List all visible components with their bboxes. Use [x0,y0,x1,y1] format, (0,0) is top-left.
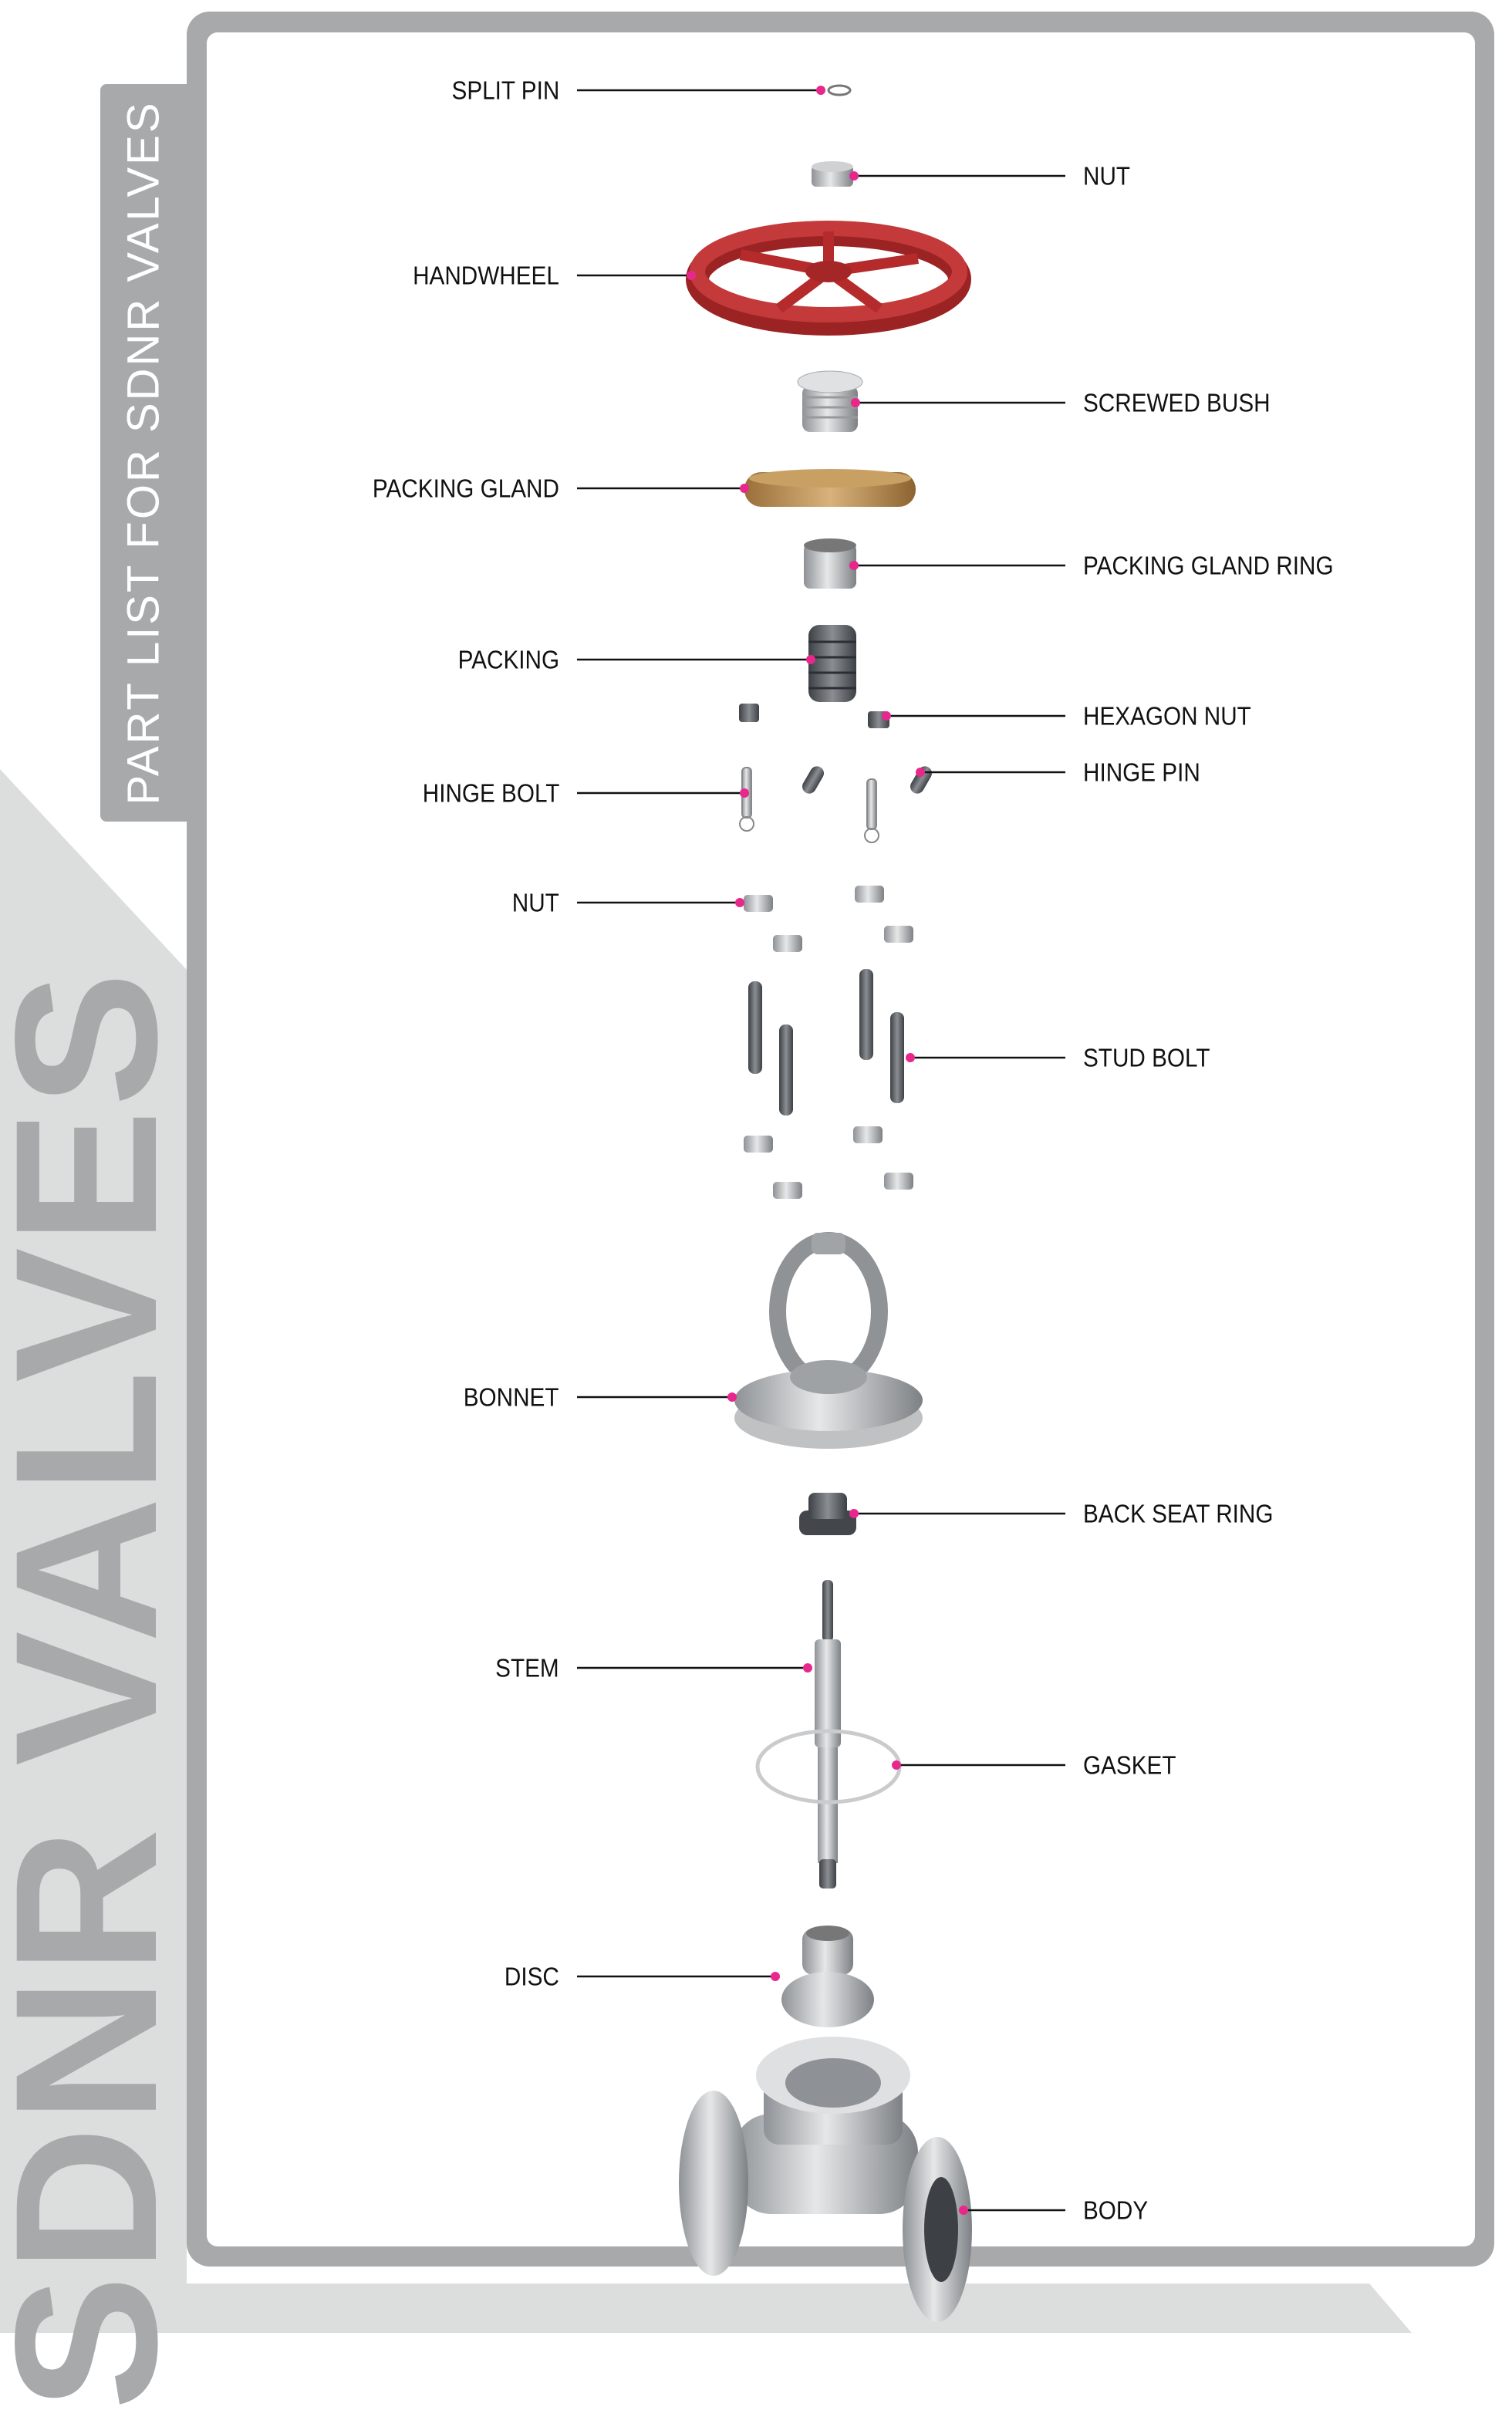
disc-part [781,1926,874,2027]
bonnet-part [734,1232,923,1449]
nut-parts [744,886,913,1199]
label-packing: PACKING [457,645,559,674]
exploded-view [577,84,1065,2322]
label-split-pin: SPLIT PIN [451,76,559,105]
stem-part [815,1580,841,1889]
back-seat-ring-part [799,1493,856,1535]
nut-top-part [812,161,853,187]
label-nut-lower: NUT [511,888,559,917]
handwheel-part [686,221,971,336]
label-packing-gland-ring: PACKING GLAND RING [1083,551,1334,580]
label-handwheel: HANDWHEEL [413,261,559,290]
screwed-bush-part [797,370,863,432]
callout-lines [577,89,1065,2212]
label-hexagon-nut: HEXAGON NUT [1083,701,1251,731]
stud-bolt-parts [748,969,904,1116]
hexagon-nut-parts [739,704,889,728]
split-pin-part [827,84,852,96]
packing-gland-part [744,469,916,507]
label-screwed-bush: SCREWED BUSH [1083,388,1271,417]
label-hinge-pin: HINGE PIN [1083,758,1200,787]
label-back-seat-ring: BACK SEAT RING [1083,1499,1274,1528]
callout-dots [687,86,968,2215]
background-wedge [0,769,1412,2333]
packing-part [808,625,856,702]
label-gasket: GASKET [1083,1750,1176,1780]
label-body: BODY [1083,2196,1149,2225]
label-bonnet: BONNET [464,1382,559,1412]
label-stem: STEM [495,1653,559,1683]
packing-gland-ring-part [804,538,856,589]
side-tab [100,84,187,822]
label-nut-top: NUT [1083,161,1131,191]
label-disc: DISC [505,1962,559,1991]
label-packing-gland: PACKING GLAND [372,474,559,503]
label-hinge-bolt: HINGE BOLT [422,778,559,808]
label-stud-bolt: STUD BOLT [1083,1043,1210,1072]
body-part [679,2037,972,2322]
